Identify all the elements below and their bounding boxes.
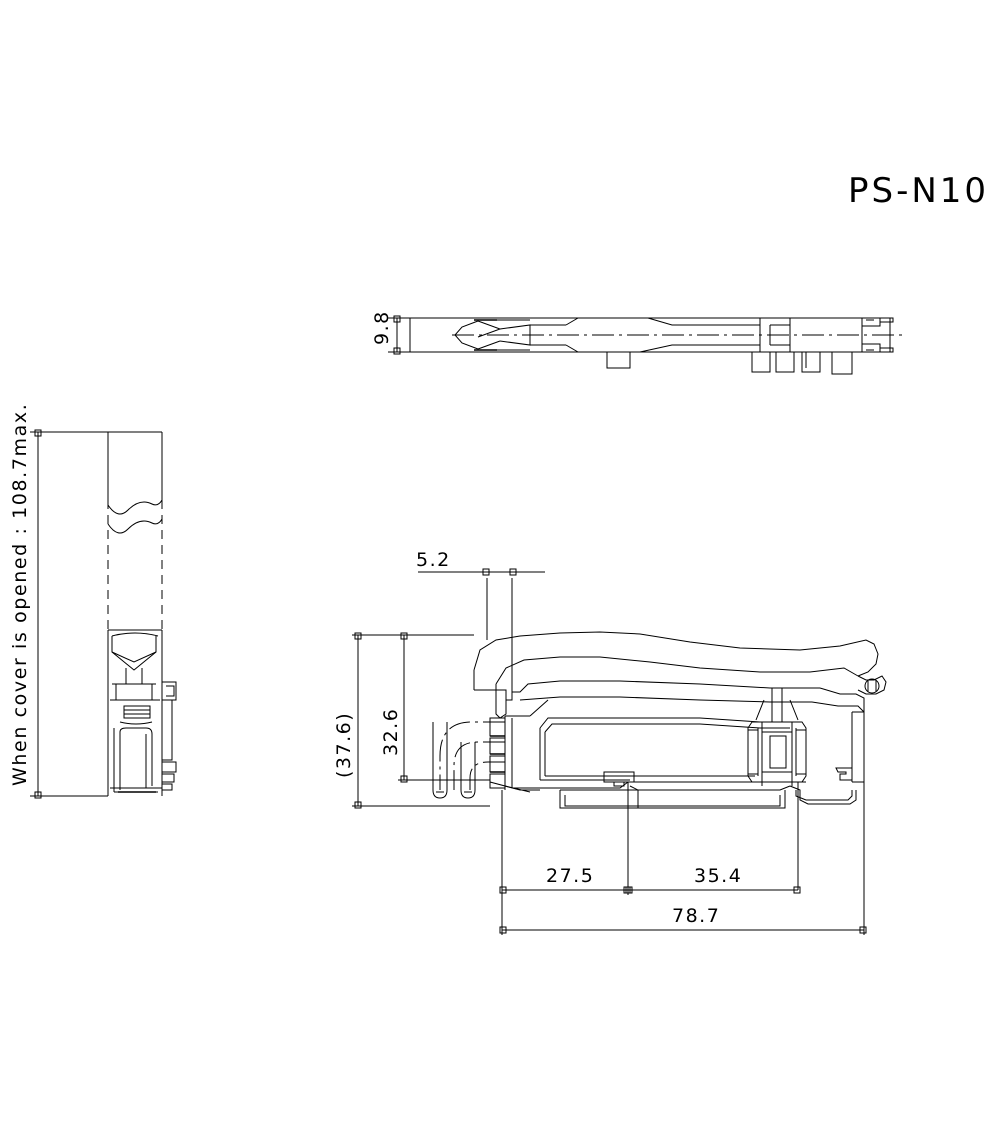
front-view: 5.2 (37.6) 32.6 27.5 35.4 78.7	[333, 549, 887, 935]
top-view: 9.8	[371, 310, 905, 375]
dim-label-32-6: 32.6	[380, 708, 402, 756]
dim-label-27-5: 27.5	[546, 865, 594, 887]
side-view-note: When cover is opened : 108.7max.	[9, 403, 31, 786]
dim-label-5-2: 5.2	[416, 549, 451, 571]
left-side-view: When cover is opened : 108.7max.	[9, 403, 177, 799]
dim-label-37-6: (37.6)	[333, 712, 355, 778]
dim-label-35-4: 35.4	[694, 865, 742, 887]
dim-label-78-7: 78.7	[672, 905, 720, 927]
page-title: PS-N10	[848, 171, 989, 211]
dim-label-9-8: 9.8	[371, 310, 393, 345]
